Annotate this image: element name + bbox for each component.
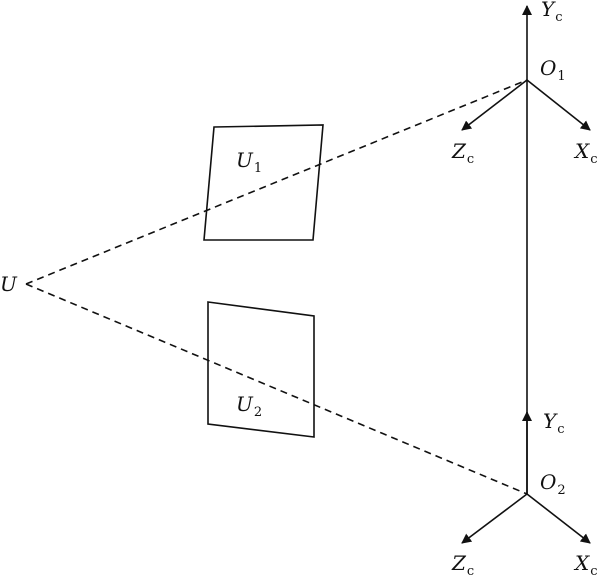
label-z-axis-camera1-main: Z [451, 139, 467, 163]
label-z-axis-camera2-main: Z [451, 551, 467, 575]
x-axis-camera2 [526, 493, 591, 544]
label-y-axis-camera1: Yc [541, 0, 562, 25]
label-image-u2-sub: 2 [254, 405, 262, 420]
label-image-u1: U1 [236, 148, 262, 176]
label-z-axis-camera1: Zc [451, 139, 474, 167]
label-origin-o2-main: O [540, 470, 556, 494]
projection-line-to-o1 [25, 79, 528, 285]
label-image-u2: U2 [236, 392, 262, 420]
x-axis-camera1 [526, 79, 591, 131]
label-origin-o1: O1 [540, 56, 566, 84]
label-image-u1-main: U [236, 148, 254, 172]
label-point-u: U [0, 272, 18, 296]
label-x-axis-camera2-main: X [573, 551, 590, 575]
label-image-u2-main: U [236, 392, 254, 416]
label-y-axis-camera2-sub: c [557, 422, 564, 437]
projection-line-to-o2 [25, 283, 528, 495]
z-axis-camera2 [461, 493, 528, 544]
label-origin-o2: O2 [540, 470, 566, 498]
label-x-axis-camera1-main: X [573, 139, 590, 163]
label-origin-o1-sub: 1 [557, 69, 565, 84]
label-z-axis-camera2: Zc [451, 551, 474, 579]
label-y-axis-camera1-sub: c [555, 10, 562, 25]
label-y-axis-camera1-main: Y [541, 0, 556, 21]
label-x-axis-camera1-sub: c [590, 152, 597, 167]
image-plane-u1 [203, 124, 324, 241]
z-axis-camera1 [461, 79, 528, 131]
label-image-u1-sub: 1 [254, 161, 262, 176]
label-x-axis-camera2-sub: c [590, 564, 597, 579]
label-origin-o1-main: O [540, 56, 556, 80]
label-z-axis-camera1-sub: c [467, 152, 474, 167]
label-origin-o2-sub: 2 [557, 483, 565, 498]
label-y-axis-camera2-main: Y [543, 409, 558, 433]
label-x-axis-camera2: Xc [573, 551, 598, 579]
label-z-axis-camera2-sub: c [467, 564, 474, 579]
label-x-axis-camera1: Xc [573, 139, 598, 167]
image-plane-u2 [207, 301, 315, 438]
label-y-axis-camera2: Yc [543, 409, 564, 437]
